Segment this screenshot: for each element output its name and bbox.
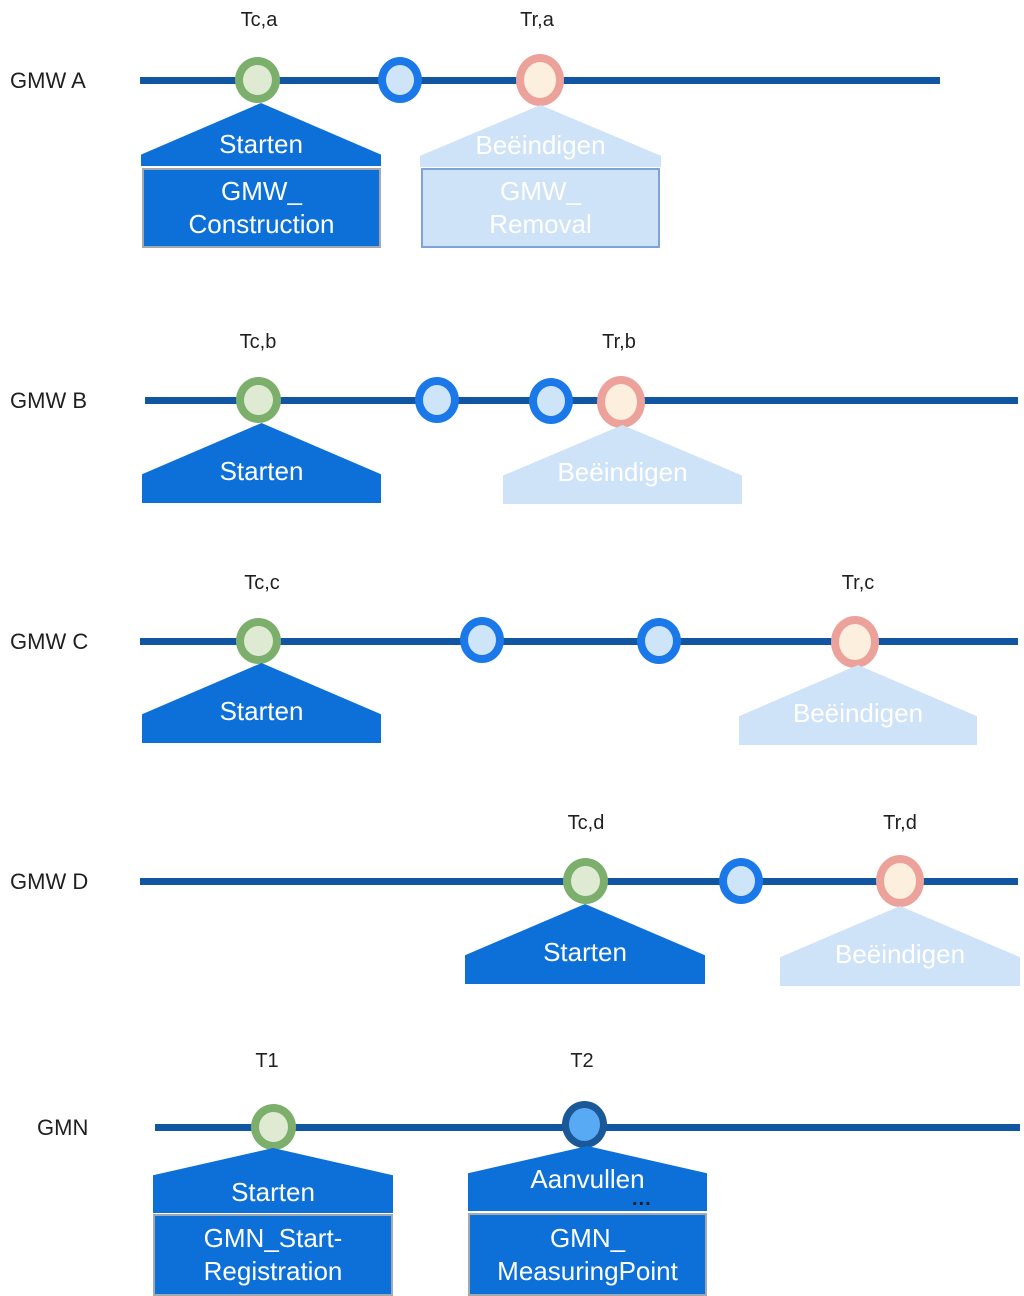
gmw-c-beeindigen-callout-label: Beëindigen [792,698,924,728]
gmw-a-starten-callout-label: Starten [219,129,303,159]
gmn-t1-label: T1 [255,1050,279,1072]
gmw-c-tr-label: Tr,c [841,572,875,594]
gmn-aanvullen-ellipsis: ... [632,1188,652,1210]
gmn-aanvullen-callout-label: Aanvullen [530,1164,645,1194]
gmw-a-label: GMW A [10,68,86,93]
gmw-d-end-event-circle [876,855,924,907]
gmw-a-intermediate-event-circle [378,57,422,103]
gmw-a-tc-label: Tc,a [240,9,278,31]
gmn-t2-label: T2 [570,1050,594,1072]
gmw-d-intermediate-event-circle [719,858,763,904]
gmn-measuringpoint-box: GMN_ MeasuringPoint [468,1213,707,1296]
gmw-d-starten-callout: Starten [465,904,705,984]
gmw-a-construction-box: GMW_ Construction [142,168,381,248]
gmw-a-beeindigen-callout-label: Beëindigen [475,130,606,160]
gmw-c-intermediate-event-circle-1 [460,617,504,663]
gmw-b-intermediate-event-circle-1 [415,377,459,423]
gmn-label: GMN [37,1115,89,1140]
gmw-c-starten-callout: Starten [142,663,381,743]
gmw-c-end-event-circle [831,616,879,668]
gmn-aanvullen-callout: Aanvullen [468,1146,707,1211]
gmw-b-starten-callout: Starten [142,423,381,503]
gmw-a-removal-box: GMW_ Removal [421,168,660,248]
gmw-a-end-event-circle [516,54,564,106]
gmw-d-starten-callout-label: Starten [543,937,627,967]
gmn-measuringpoint-box-line1: GMN_ [549,1222,626,1253]
gmw-b-timeline [145,397,1018,404]
gmw-b-beeindigen-callout-label: Beëindigen [557,457,688,487]
gmw-d-beeindigen-callout: Beëindigen [780,906,1020,986]
gmw-d-tr-label: Tr,d [883,812,917,834]
gmn-start-registration-box-line1: GMN_Start- [203,1223,343,1253]
gmw-a-starten-callout: Starten [141,103,381,166]
gmw-c-beeindigen-callout: Beëindigen [739,665,977,745]
gmw-b-start-event-circle [236,377,281,423]
gmw-b-tc-label: Tc,b [239,331,277,353]
gmw-a-removal-box-line1: GMW_ [500,176,581,206]
gmw-d-beeindigen-callout-label: Beëindigen [834,939,966,969]
gmn-t2-event-circle [562,1101,607,1148]
gmw-b-intermediate-event-circle-2 [529,378,573,424]
gmw-d-tc-label: Tc,d [567,812,605,834]
gmw-d-label: GMW D [10,869,89,894]
gmw-b-end-event-circle [597,376,645,428]
gmw-c-tc-label: Tc,c [244,572,280,594]
gmn-start-registration-box-line2: Registration [203,1256,343,1286]
gmn-starten-callout-label: Starten [231,1177,315,1207]
gmw-a-tr-label: Tr,a [520,9,554,31]
gmw-a-removal-box-line2: Removal [489,209,592,239]
gmw-c-start-event-circle [236,618,281,664]
gmn-start-registration-box: GMN_Start- Registration [153,1214,393,1296]
gmn-starten-callout: Starten [153,1148,393,1213]
gmw-c-label: GMW C [10,629,89,654]
gmw-a-construction-box-line2: Construction [188,209,335,239]
gmw-b-label: GMW B [10,388,87,413]
gmw-b-tr-label: Tr,b [602,331,636,353]
gmw-a-start-event-circle [235,57,280,103]
gmw-a-beeindigen-callout: Beëindigen [420,105,661,167]
gmn-measuringpoint-box-line2: MeasuringPoint [497,1255,678,1286]
gmw-b-beeindigen-callout: Beëindigen [503,425,742,504]
gmn-t1-event-circle [251,1104,296,1150]
gmw-c-timeline [140,638,1018,645]
gmw-b-starten-callout-label: Starten [219,456,304,486]
gmw-d-start-event-circle [563,858,608,904]
gmw-a-construction-box-line1: GMW_ [221,176,302,206]
gmw-c-starten-callout-label: Starten [219,696,304,726]
gmw-c-intermediate-event-circle-2 [637,618,681,664]
